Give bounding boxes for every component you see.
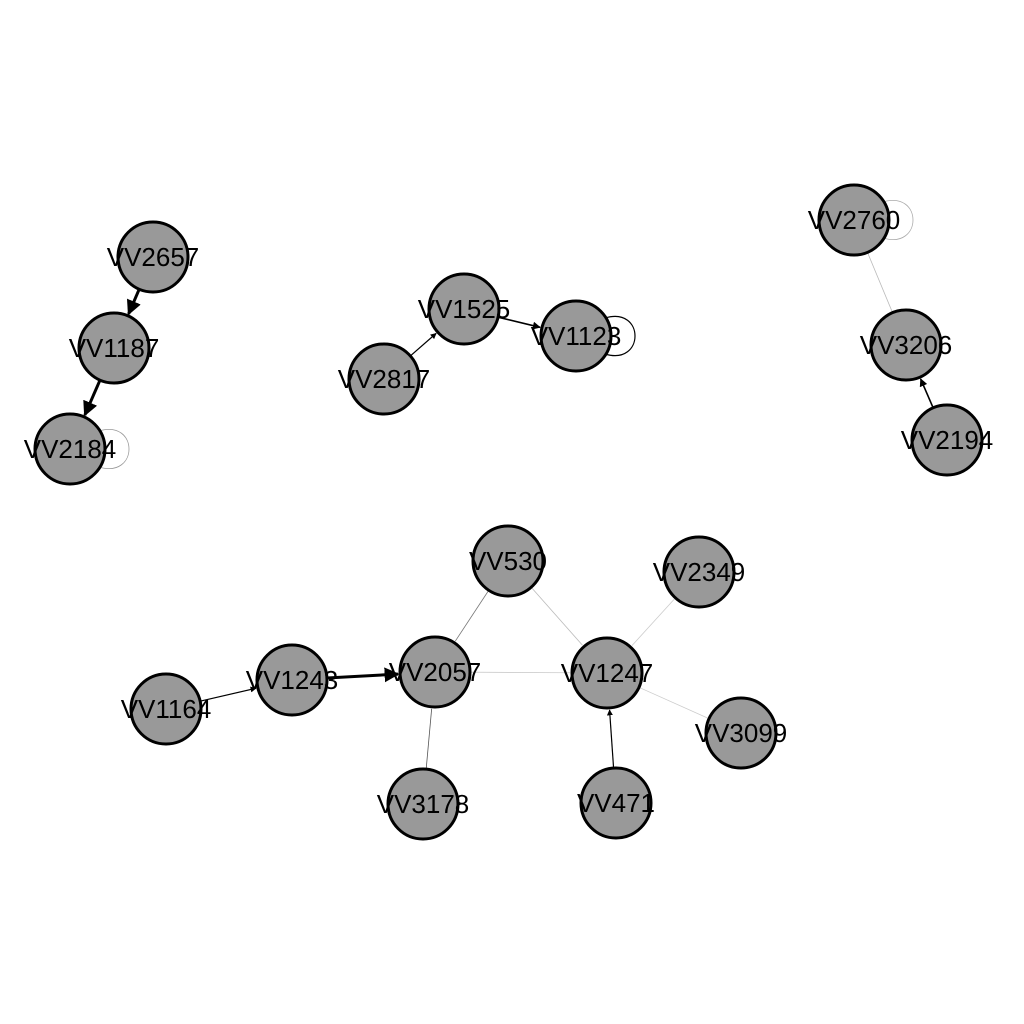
edge-VV530-VV1247 [530,586,583,646]
node-circle [910,403,984,477]
node-VV2817: VV2817 [338,342,431,416]
edge-VV2194-VV3206 [919,378,934,409]
node-VV471: VV471 [577,766,655,840]
node-circle [77,311,151,385]
edge-VV2817-VV1525 [409,332,437,357]
node-VV530: VV530 [469,524,547,598]
node-label: VV1187 [69,333,160,363]
node-circle [570,636,644,710]
node-VV1187: VV1187 [69,311,160,385]
node-label: VV1247 [561,658,654,688]
node-label: VV2817 [338,364,431,394]
edge-VV1525-VV1123 [497,316,541,330]
node-VV2657: VV2657 [107,220,200,294]
node-label: VV1164 [121,694,212,724]
edge-VV2184-self-loop [98,429,130,469]
edge-VV2349-VV1247 [631,597,676,646]
edge-VV1187-VV2184 [83,379,102,417]
node-VV3099: VV3099 [695,696,788,770]
edge-VV2760-self-loop [882,200,914,240]
node-VV3206: VV3206 [860,308,953,382]
node-circle [347,342,421,416]
node-label: VV2057 [389,657,482,687]
node-circle [116,220,190,294]
node-label: VV2184 [24,434,117,464]
node-circle [398,635,472,709]
node-label: VV2194 [901,425,994,455]
node-label: VV3099 [695,718,788,748]
node-VV2760: VV2760 [808,183,901,257]
node-VV1123: VV1123 [531,299,622,373]
edge-VV471-VV1247 [606,709,615,769]
node-label: VV2657 [107,242,200,272]
node-circle [579,766,653,840]
node-circle [471,524,545,598]
node-VV2184: VV2184 [24,412,117,486]
node-VV1243: VV1243 [246,643,339,717]
node-label: VV1525 [418,294,511,324]
node-circle [869,308,943,382]
node-label: VV3178 [377,789,470,819]
node-label: VV3206 [860,330,953,360]
node-circle [255,643,329,717]
node-label: VV1123 [531,321,622,351]
node-circle [427,272,501,346]
node-label: VV1243 [246,665,339,695]
node-circle [33,412,107,486]
edge-VV1164-VV1243 [199,686,257,702]
edges-layer [83,200,934,770]
node-label: VV471 [577,788,655,818]
node-VV1525: VV1525 [418,272,511,346]
edge-VV530-VV2057 [454,590,490,642]
node-VV1247: VV1247 [561,636,654,710]
node-circle [662,535,736,609]
node-VV2349: VV2349 [653,535,746,609]
edge-VV2760-VV3206 [867,252,893,311]
node-label: VV2349 [653,557,746,587]
node-circle [704,696,778,770]
edge-VV1243-VV2057 [326,667,400,683]
node-circle [817,183,891,257]
node-VV2057: VV2057 [389,635,482,709]
edge-VV3178-VV2057 [425,708,433,770]
node-label: VV530 [469,546,547,576]
node-VV2194: VV2194 [901,403,994,477]
node-circle [539,299,613,373]
node-VV3178: VV3178 [377,767,470,841]
node-circle [129,672,203,746]
node-circle [386,767,460,841]
edge-VV2657-VV1187 [126,288,141,316]
edge-VV2057-VV1247 [469,671,571,674]
edge-VV1123-self-loop [604,315,636,357]
node-label: VV2760 [808,205,901,235]
edge-VV1247-VV3099 [638,686,708,719]
node-VV1164: VV1164 [121,672,212,746]
